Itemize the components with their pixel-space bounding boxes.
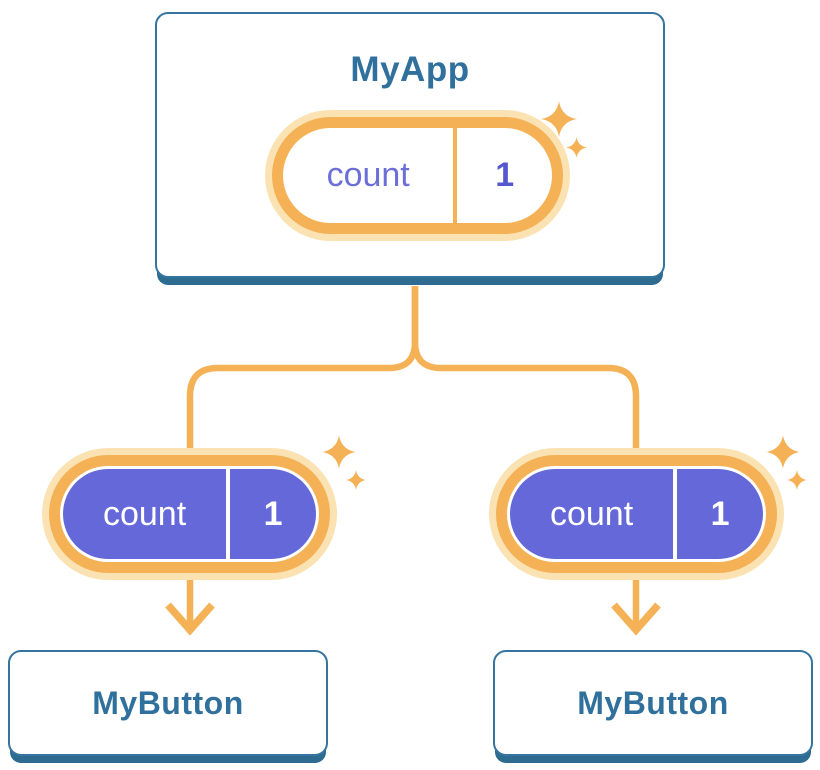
state-value: 1	[495, 156, 515, 194]
state-pill-ring: count 1	[496, 455, 777, 573]
state-pill-root: count 1	[265, 110, 570, 241]
fork-line-left	[186, 286, 419, 453]
arrow-right-head-icon	[611, 602, 661, 636]
state-pill-child-left: count 1	[42, 448, 337, 580]
state-pill-ring: count 1	[272, 117, 563, 234]
state-pill-ring: count 1	[49, 455, 330, 573]
sparkle-icon	[566, 137, 587, 158]
sparkle-icon	[766, 435, 800, 469]
mybutton-card-title: MyButton	[92, 684, 244, 721]
sparkle-icon	[541, 101, 577, 137]
sparkle-icon	[322, 435, 356, 469]
pill-divider	[453, 128, 458, 223]
mybutton-card-right: MyButton	[493, 650, 813, 756]
state-label: count	[510, 469, 674, 559]
state-value: 1	[230, 469, 316, 559]
sparkle-icon	[346, 470, 366, 490]
mybutton-card-title: MyButton	[577, 684, 729, 721]
state-pill-child-right: count 1	[489, 448, 784, 580]
fork-line-right	[411, 286, 640, 453]
mybutton-card-left: MyButton	[8, 650, 328, 756]
arrow-left-head-icon	[165, 602, 215, 636]
myapp-card-title: MyApp	[350, 50, 470, 89]
state-label: count	[326, 156, 410, 194]
sparkle-icon	[787, 470, 807, 490]
state-label: count	[63, 469, 227, 559]
state-value: 1	[677, 469, 763, 559]
